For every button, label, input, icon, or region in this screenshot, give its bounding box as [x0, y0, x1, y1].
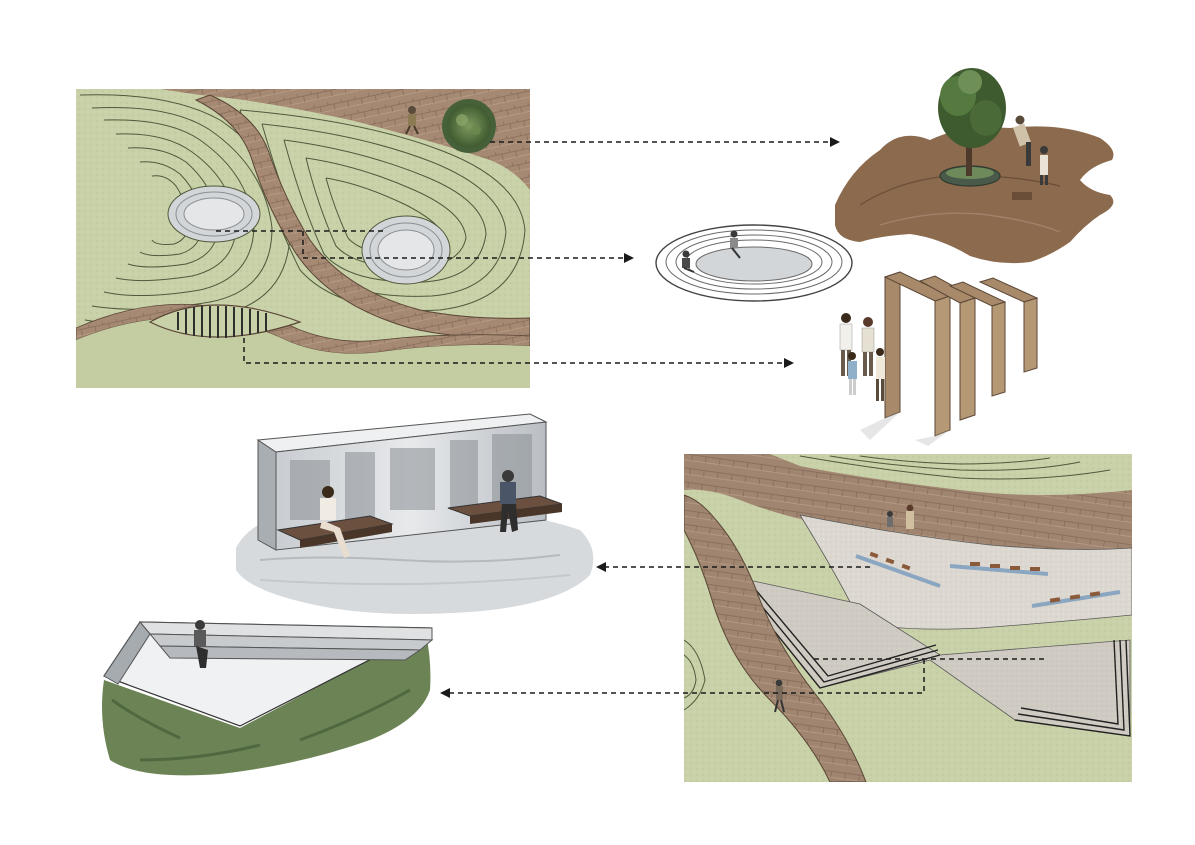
- arrow-terrace-to-vignette: [440, 659, 925, 698]
- plan-br-benches: [855, 551, 1121, 608]
- plan-br-top-lawn: [770, 454, 1132, 495]
- frame-gateway-vignette: [839, 271, 1039, 446]
- plan-wood-deck: [160, 89, 530, 190]
- plan-tree-canopy: [442, 99, 496, 153]
- seating-wall-vignette: [236, 413, 594, 614]
- tree-plaza-people: [1012, 115, 1048, 200]
- sunken-oval-left: [167, 185, 261, 243]
- tree-canopy: [938, 68, 1006, 148]
- sunken-oval-right: [361, 215, 451, 285]
- terrace-hedge: [102, 630, 431, 776]
- slatted-lens: [148, 304, 302, 338]
- arrow-ovals-to-bowl: [302, 231, 634, 263]
- sunken-bowl-vignette: [655, 224, 853, 302]
- plan-br-people: [774, 504, 914, 713]
- seating-wall-end: [257, 439, 277, 551]
- seating-wall-texture: [290, 434, 532, 522]
- arrow-lens-to-gateway: [243, 338, 794, 368]
- arrows: [216, 137, 1044, 698]
- seating-people: [320, 470, 518, 558]
- gateway-shadows: [860, 412, 950, 446]
- tree-plaza-vignette: [835, 68, 1114, 264]
- plan-person: [405, 106, 419, 135]
- plan-br-contours: [799, 455, 1111, 480]
- plan-br-wood-path: [684, 494, 867, 782]
- bowl-floor: [695, 246, 813, 282]
- tree-trunk: [966, 138, 972, 176]
- gateway-frames: [883, 271, 1039, 437]
- plan-br-left-contours: [684, 639, 706, 711]
- gateway-people: [839, 313, 885, 401]
- sunken-terrace-vignette: [102, 620, 434, 776]
- bowl-people: [682, 230, 741, 273]
- terrace-person: [194, 620, 208, 668]
- plan-top-left: [76, 89, 530, 388]
- plan-bottom-right: [684, 454, 1132, 782]
